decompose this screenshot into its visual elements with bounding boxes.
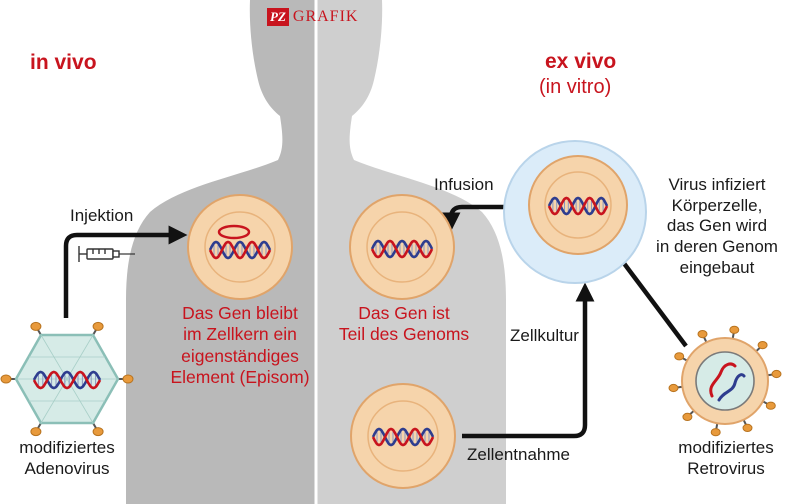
caption-line: modifiziertes: [678, 438, 774, 457]
heading-in-vivo: in vivo: [30, 51, 97, 74]
dna-helix: [547, 196, 609, 216]
cell-in-vivo: [187, 194, 293, 300]
note-virus-infects: Virus infiziert Körperzelle, das Gen wir…: [645, 175, 789, 279]
dna-strand-blue: [32, 370, 102, 390]
label-infusion: Infusion: [434, 175, 494, 194]
spike-knob: [729, 325, 740, 334]
spike-knob: [30, 427, 42, 437]
syringe-icon: [78, 246, 135, 262]
note-line: Körperzelle,: [671, 195, 763, 215]
note-line: das Gen wird: [666, 216, 768, 236]
note-line: eingebaut: [679, 257, 755, 277]
caption-episome: Das Gen bleibt im Zellkern ein eigenstän…: [150, 303, 330, 388]
dna-helix: [208, 240, 272, 260]
episome-ring: [217, 224, 251, 240]
spike-knob: [697, 330, 708, 339]
caption-line: Das Gen bleibt: [182, 303, 298, 323]
spike-knob: [710, 428, 721, 437]
dna-strand-red: [370, 239, 434, 259]
caption-line: Teil des Genoms: [338, 324, 470, 345]
spike-knob: [682, 412, 693, 421]
caption-line: Retrovirus: [687, 458, 765, 478]
caption-retrovirus: modifiziertes Retrovirus: [658, 438, 794, 479]
label-cell-extraction: Zellentnahme: [467, 445, 571, 464]
adenovirus-icon: [0, 321, 134, 437]
caption-line: Adenovirus: [24, 458, 110, 478]
caption-line: im Zellkern ein: [183, 324, 297, 345]
retrovirus-spikes: [668, 325, 782, 437]
adenovirus-spikes: [0, 321, 134, 437]
caption-line: Das Gen ist: [358, 303, 450, 323]
logo-text: GRAFIK: [292, 8, 359, 25]
arrow-infusion: [441, 204, 548, 232]
spike-knob: [92, 427, 104, 437]
arrow-injection: [63, 225, 188, 318]
pz-grafik-logo: PZ GRAFIK: [267, 7, 358, 27]
dna-strand-red: [371, 427, 435, 447]
caption-line: Element (Episom): [170, 367, 310, 388]
dna-strand-blue: [208, 240, 272, 260]
spike-knob: [0, 374, 12, 384]
dna-strand-red: [547, 196, 609, 216]
dna-helix: [370, 239, 434, 259]
dna-helix: [371, 427, 435, 447]
caption-line: modifiziertes: [19, 438, 115, 457]
dna-strand-red: [32, 370, 102, 390]
label-cell-culture: Zellkultur: [510, 326, 579, 345]
adenovirus-lattice: [16, 334, 118, 424]
spike-knob: [757, 341, 768, 350]
rna-strands: [709, 362, 746, 402]
heading-ex-vivo: ex vivo: [545, 50, 617, 73]
dna-strand-blue: [371, 427, 435, 447]
retrovirus-icon: [668, 325, 782, 437]
spike-knob: [771, 369, 782, 379]
cell-extracted: [350, 383, 456, 489]
caption-adenovirus: modifiziertes Adenovirus: [2, 438, 132, 479]
cell-in-culture: [528, 155, 628, 255]
spike-knob: [122, 374, 134, 384]
spike-knob: [668, 383, 679, 393]
note-line: Virus infiziert: [668, 175, 766, 194]
spike-knob: [674, 352, 685, 361]
note-line: in deren Genom: [656, 237, 778, 257]
cell-ex-vivo-patient: [349, 194, 455, 300]
logo-badge: PZ: [267, 8, 289, 26]
spike-knob: [765, 401, 776, 410]
arrow-extraction-to-culture: [462, 282, 595, 439]
dna-strand-red: [208, 240, 272, 260]
dna-strand-blue: [370, 239, 434, 259]
dna-helix: [32, 370, 102, 390]
spike-knob: [742, 423, 753, 432]
caption-genome: Das Gen ist Teil des Genoms: [334, 303, 474, 346]
label-injection: Injektion: [70, 206, 134, 225]
dna-strand-blue: [547, 196, 609, 216]
caption-line: eigenständiges: [181, 345, 299, 366]
spike-knob: [30, 321, 42, 331]
subheading-in-vitro: (in vitro): [539, 76, 612, 98]
spike-knob: [92, 321, 104, 331]
